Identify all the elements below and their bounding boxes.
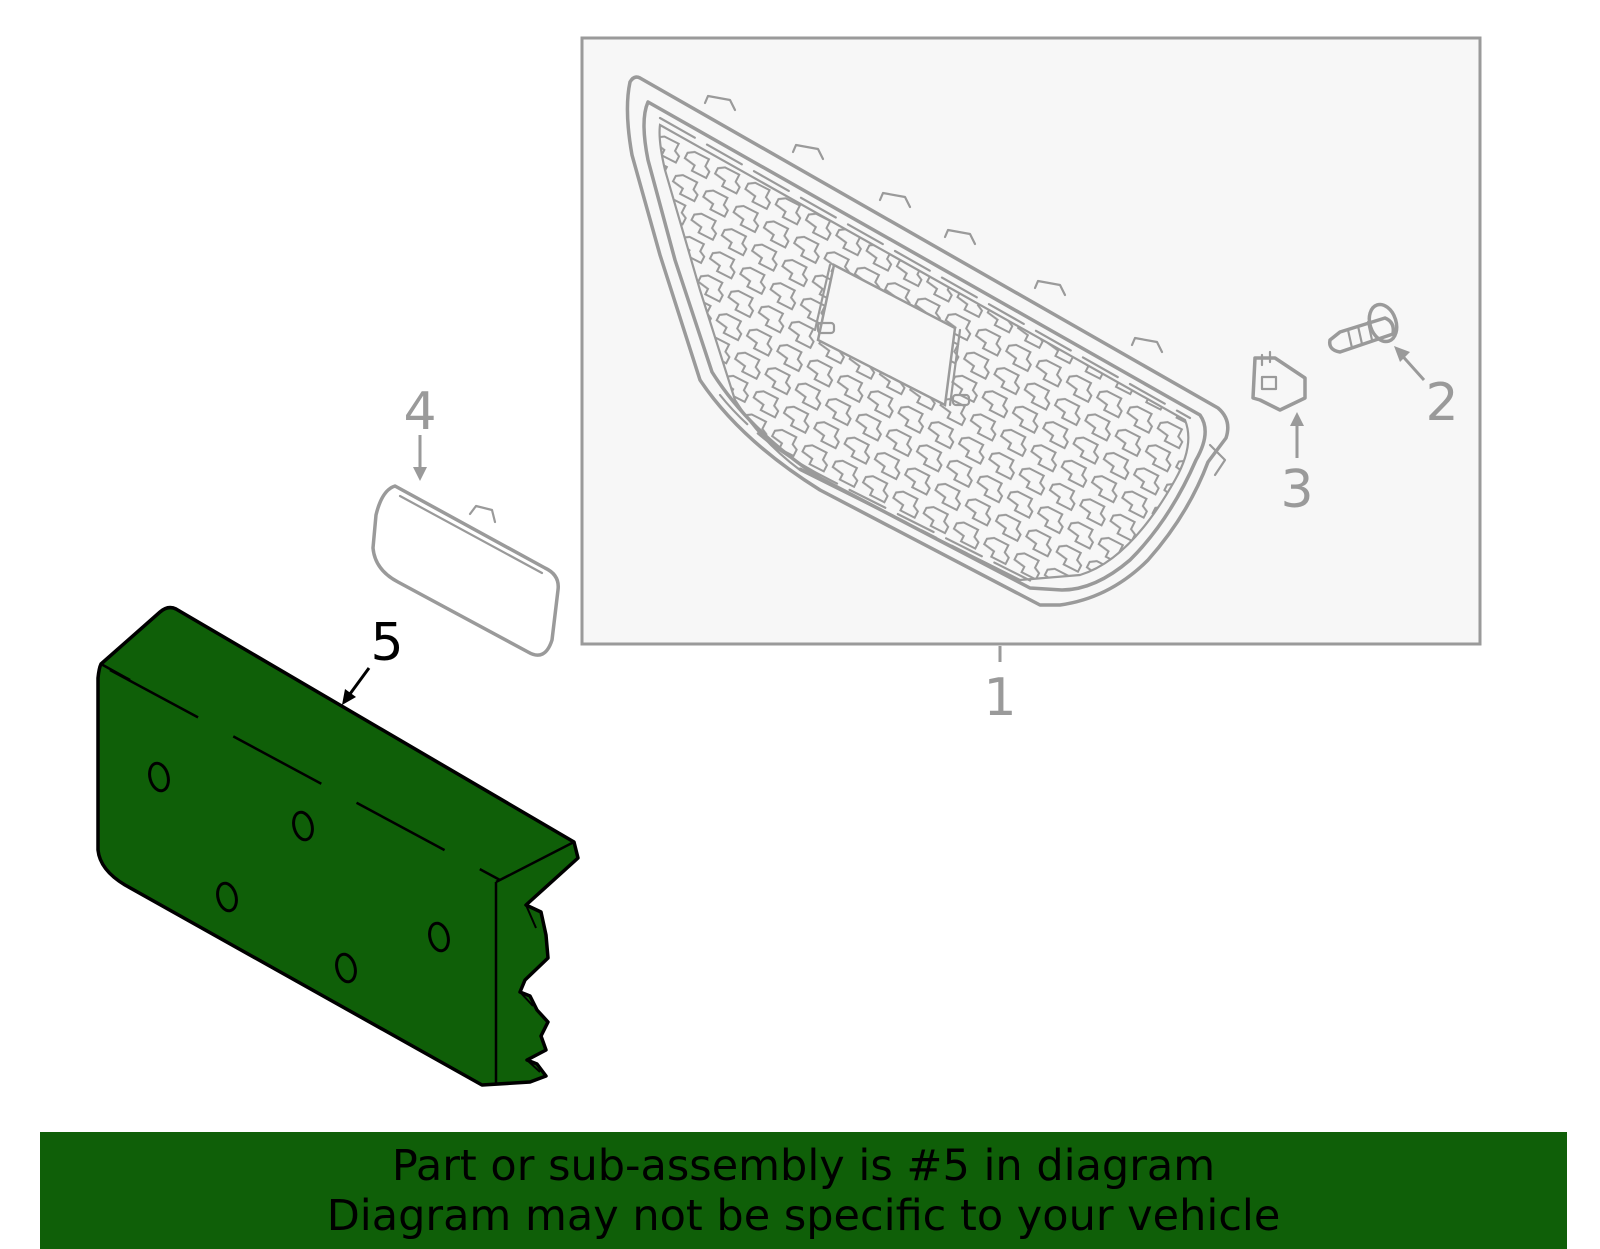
banner-line-1: Part or sub-assembly is #5 in diagram [391,1140,1216,1191]
grille-assembly [580,36,1482,646]
callout-3: 3 [1280,460,1313,520]
license-plate-bracket [96,605,580,1087]
grille-emblem-opening [816,263,957,407]
grille-inner-frame [642,100,1207,592]
bracket-holes [148,761,450,984]
banner-line-2: Diagram may not be specific to your vehi… [326,1190,1281,1241]
callout-4: 4 [403,382,436,442]
leader-lines [342,346,1426,705]
callout-2: 2 [1425,373,1458,433]
grille-outer-frame [625,75,1230,607]
grille-frame-dash [658,116,1192,420]
clip [1251,350,1307,412]
bracket-body [96,605,580,1087]
grille-mounting-tabs [703,94,1227,477]
callout-5: 5 [370,613,403,673]
emblem-cover [371,484,560,657]
callout-1: 1 [983,668,1016,728]
info-banner: Part or sub-assembly is #5 in diagram Di… [40,1132,1567,1249]
screw [1327,302,1399,354]
bracket-dash-line [109,668,501,882]
